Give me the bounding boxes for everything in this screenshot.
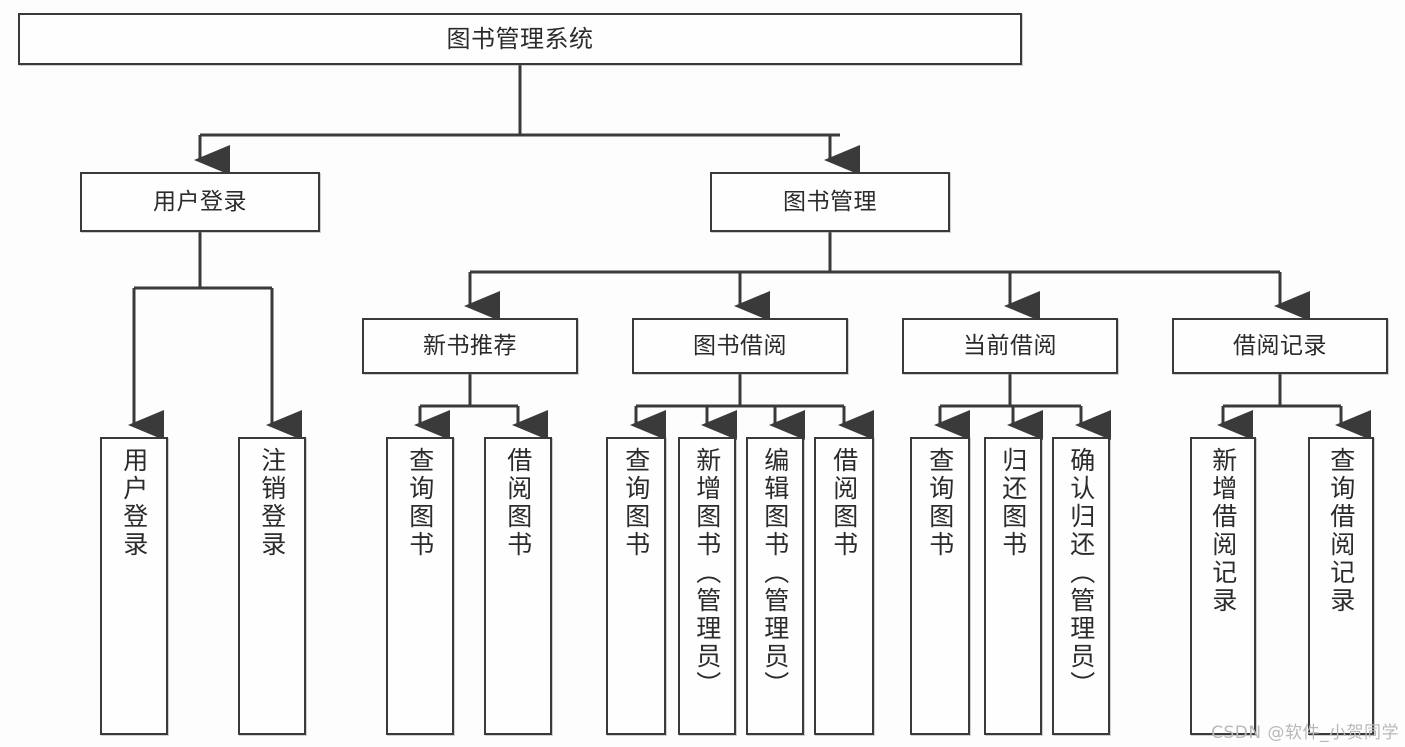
node-leaf-query-book-3-label: 查询图书 — [925, 447, 955, 559]
node-leaf-borrow-book-1-label: 借阅图书 — [503, 447, 533, 559]
node-leaf-confirm-return-admin[interactable]: 确认归还（管理员） — [1052, 437, 1110, 735]
node-leaf-logout-login[interactable]: 注销登录 — [238, 437, 306, 735]
node-leaf-return-book[interactable]: 归还图书 — [984, 437, 1042, 735]
node-user-login[interactable]: 用户登录 — [80, 172, 320, 232]
node-leaf-user-login-label: 用户登录 — [119, 447, 149, 559]
node-leaf-edit-book-admin[interactable]: 编辑图书（管理员） — [746, 437, 804, 735]
node-current-borrow[interactable]: 当前借阅 — [902, 318, 1118, 374]
node-leaf-return-book-label: 归还图书 — [998, 447, 1028, 559]
node-leaf-edit-book-admin-label: 编辑图书（管理员） — [760, 447, 790, 699]
node-borrow-record-label: 借阅记录 — [1233, 332, 1327, 359]
node-new-book-recommend[interactable]: 新书推荐 — [362, 318, 578, 374]
node-leaf-query-book-2-label: 查询图书 — [621, 447, 651, 559]
node-book-manage[interactable]: 图书管理 — [710, 172, 950, 232]
node-root[interactable]: 图书管理系统 — [18, 13, 1022, 65]
node-user-login-label: 用户登录 — [153, 188, 247, 215]
node-leaf-query-book-1-label: 查询图书 — [405, 447, 435, 559]
node-book-borrow[interactable]: 图书借阅 — [632, 318, 848, 374]
node-leaf-borrow-book-2-label: 借阅图书 — [829, 447, 859, 559]
node-book-manage-label: 图书管理 — [783, 188, 877, 215]
node-leaf-add-book-admin-label: 新增图书（管理员） — [692, 447, 722, 699]
node-leaf-borrow-book-1[interactable]: 借阅图书 — [484, 437, 552, 735]
node-leaf-user-login[interactable]: 用户登录 — [100, 437, 168, 735]
node-new-book-recommend-label: 新书推荐 — [423, 332, 517, 359]
node-borrow-record[interactable]: 借阅记录 — [1172, 318, 1388, 374]
node-leaf-add-borrow-record[interactable]: 新增借阅记录 — [1190, 437, 1256, 735]
node-root-label: 图书管理系统 — [446, 25, 594, 53]
node-leaf-add-borrow-record-label: 新增借阅记录 — [1208, 447, 1238, 615]
node-leaf-add-book-admin[interactable]: 新增图书（管理员） — [678, 437, 736, 735]
watermark-text: CSDN @软件_小贺同学 — [1211, 723, 1399, 743]
node-leaf-confirm-return-admin-label: 确认归还（管理员） — [1066, 447, 1096, 699]
node-leaf-query-book-1[interactable]: 查询图书 — [386, 437, 454, 735]
node-leaf-query-borrow-record[interactable]: 查询借阅记录 — [1308, 437, 1374, 735]
node-leaf-borrow-book-2[interactable]: 借阅图书 — [814, 437, 874, 735]
node-leaf-query-borrow-record-label: 查询借阅记录 — [1326, 447, 1356, 615]
node-leaf-query-book-2[interactable]: 查询图书 — [606, 437, 666, 735]
node-leaf-query-book-3[interactable]: 查询图书 — [910, 437, 970, 735]
node-book-borrow-label: 图书借阅 — [693, 332, 787, 359]
node-current-borrow-label: 当前借阅 — [963, 332, 1057, 359]
node-leaf-logout-login-label: 注销登录 — [257, 447, 287, 559]
